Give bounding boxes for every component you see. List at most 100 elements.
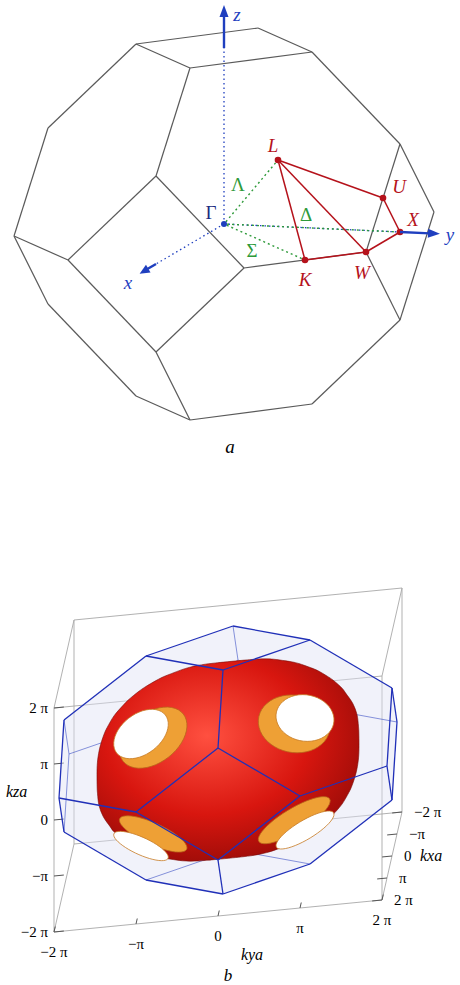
- symmetry-point: [302, 257, 309, 264]
- point-label: L: [268, 136, 279, 155]
- symmetry-point: [363, 249, 370, 256]
- zone-edge: [156, 68, 190, 176]
- line-label: Σ: [246, 241, 257, 260]
- axis-title: kza: [6, 784, 27, 800]
- tick-label: −2 π: [40, 945, 67, 960]
- zone-edge: [223, 640, 310, 670]
- zone-edge: [310, 640, 392, 688]
- plot-box-edge: [74, 588, 402, 620]
- plot-box-edge: [382, 812, 402, 900]
- y-axis: [400, 232, 430, 233]
- tick-label: −π: [409, 827, 425, 842]
- plot-box-edge: [54, 844, 74, 932]
- wedge-edge: [366, 232, 400, 252]
- plot-box-edge: [54, 620, 74, 708]
- zone-edge: [258, 28, 312, 52]
- zone-edge: [64, 656, 146, 720]
- fermi-surface: [97, 659, 359, 861]
- zone-edge: [68, 260, 156, 352]
- zone-edge: [146, 626, 233, 656]
- zone-edge: [136, 748, 218, 812]
- tick-label: π: [399, 871, 407, 886]
- fermi-surface-panel: [54, 588, 402, 932]
- tick-label: −2 π: [21, 925, 48, 940]
- zone-edge: [312, 52, 400, 144]
- point-label: W: [354, 263, 370, 282]
- axis-tick: [300, 903, 301, 909]
- axis-arrowhead: [428, 229, 440, 238]
- axis-tick: [218, 911, 219, 917]
- tick-label: π: [296, 921, 304, 936]
- zone-edge-back: [233, 626, 238, 660]
- axis-tick: [372, 900, 382, 902]
- axis-tick: [392, 812, 402, 814]
- axis-tick: [382, 856, 392, 858]
- axis-tick: [54, 927, 55, 933]
- zone-edge: [14, 236, 68, 260]
- zone-edge: [366, 252, 400, 320]
- axis-title: kxa: [420, 848, 442, 864]
- zone-fill: [59, 626, 397, 894]
- z-axis: [223, 16, 225, 48]
- zone-edge: [136, 396, 190, 420]
- symmetry-line: [224, 224, 400, 232]
- zone-edge: [223, 864, 310, 894]
- zone-edge: [156, 268, 244, 352]
- panel-label: a: [225, 437, 235, 456]
- zone-edge: [59, 798, 136, 812]
- tick-label: −2 π: [414, 805, 441, 820]
- zone-edge: [392, 722, 397, 800]
- wedge-edge: [278, 160, 383, 198]
- zone-edge: [136, 812, 218, 860]
- symmetry-line: [224, 160, 278, 224]
- axis-label: z: [233, 5, 240, 24]
- point-label: Γ: [206, 203, 217, 222]
- wedge-edge: [383, 198, 400, 232]
- axis-arrowhead: [140, 265, 151, 274]
- panel-label: b: [224, 967, 233, 984]
- point-label: U: [392, 177, 406, 196]
- zone-edge: [218, 860, 223, 894]
- tick-label: −π: [128, 937, 144, 952]
- neck-opening: [114, 709, 169, 758]
- symmetry-point: [380, 195, 387, 202]
- zone-edge-back: [64, 720, 69, 754]
- zone-edge: [366, 144, 400, 252]
- axis-tick: [377, 878, 387, 880]
- line-label: Λ: [231, 175, 245, 194]
- zone-edge: [59, 720, 64, 798]
- tick-label: −π: [32, 869, 48, 884]
- tick-label: 0: [404, 849, 412, 864]
- zone-edge: [146, 880, 223, 894]
- axis-dotted: [223, 48, 224, 224]
- zone-edge: [218, 796, 300, 860]
- gamma-point: [221, 221, 227, 227]
- axis-tick: [54, 875, 64, 877]
- zone-edge: [392, 688, 397, 722]
- point-label: K: [299, 270, 312, 289]
- zone-edge: [312, 320, 400, 404]
- zone-edge: [146, 656, 223, 670]
- zone-edge: [233, 626, 310, 640]
- brillouin-zone-panel: [14, 5, 440, 420]
- axis-label: x: [124, 273, 132, 292]
- zone-edge: [136, 28, 258, 44]
- zone-edge: [14, 128, 48, 236]
- zone-edge: [190, 404, 312, 420]
- plot-box-edge: [382, 588, 402, 676]
- axis-tick: [54, 931, 64, 933]
- axis-arrowhead: [220, 5, 229, 17]
- zone-edge: [48, 44, 136, 128]
- zone-edge: [59, 798, 64, 832]
- zone-edge: [14, 236, 48, 304]
- zone-edge: [300, 766, 387, 796]
- axis-dotted: [224, 224, 400, 232]
- zone-edge: [156, 352, 190, 420]
- axis-tick: [136, 919, 137, 925]
- zone-edge: [387, 766, 392, 800]
- neck-opening: [276, 695, 334, 742]
- tick-label: 0: [214, 929, 222, 944]
- axis-tick: [382, 895, 383, 901]
